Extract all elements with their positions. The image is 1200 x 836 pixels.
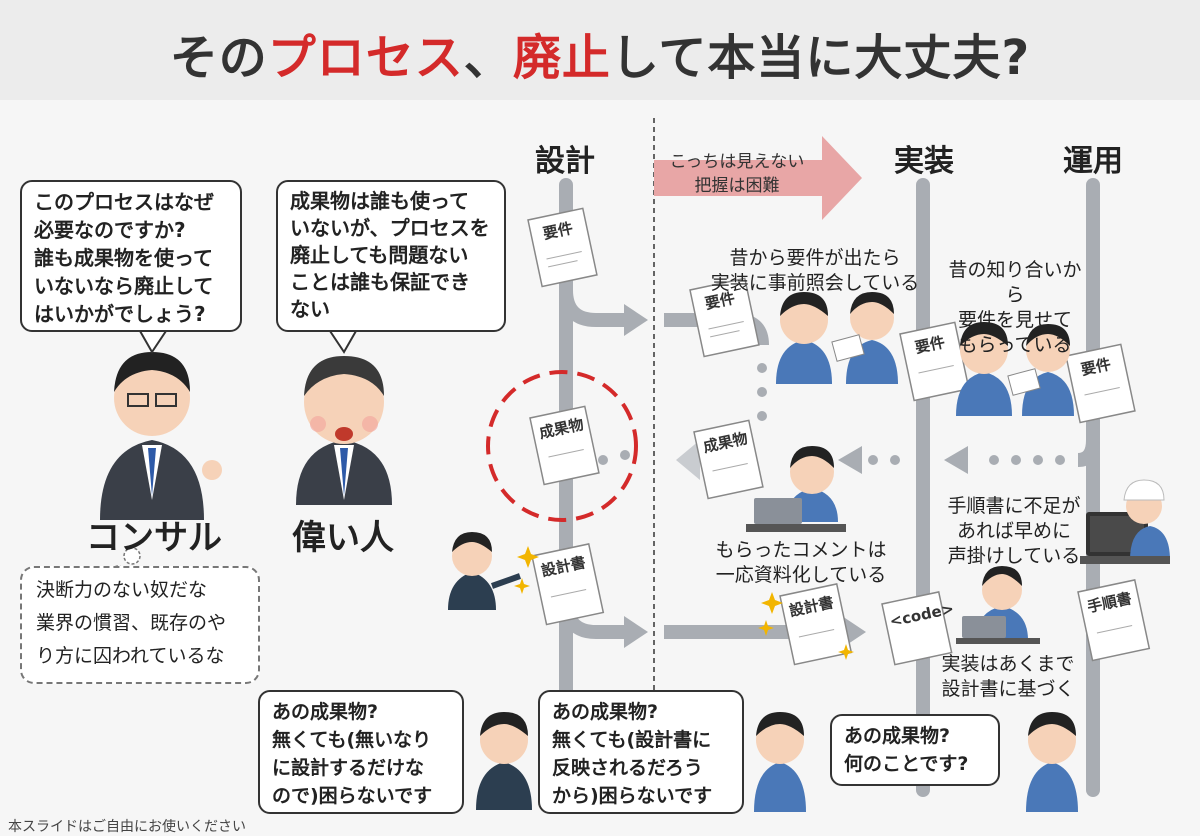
bottom-design-staff xyxy=(476,712,532,810)
impl-staff-speech-bubble: あの成果物? 無くても(設計書に 反映されるだろう から)困らないです xyxy=(538,690,744,814)
consultant-figure xyxy=(100,352,222,520)
footer-note: 本スライドはご自由にお使いください xyxy=(8,816,246,836)
ops-feedback-curve xyxy=(1078,440,1093,460)
column-design: 設計 xyxy=(535,136,595,180)
req-arrow-design xyxy=(566,290,628,320)
impl-staff-laptop2 xyxy=(956,566,1040,644)
doc-deliverable-impl: 成果物 xyxy=(694,420,763,498)
boss-name: 偉い人 xyxy=(292,510,394,559)
caption-impl-design-based: 実装はあくまで 設計書に基づく xyxy=(938,652,1078,702)
bottom-ops-staff xyxy=(1026,712,1078,812)
column-operate: 運用 xyxy=(1063,136,1123,180)
consultant-thought-bubble: 決断力のない奴だな 業界の慣習、既存のや り方に囚われているな xyxy=(20,566,260,684)
boss-speech-bubble: 成果物は誰も使って いないが、プロセスを 廃止しても問題ない ことは誰も保証でき… xyxy=(276,180,506,332)
caption-impl-document: もらったコメントは 一応資料化している xyxy=(706,538,896,588)
boss-figure xyxy=(296,356,392,505)
impl-staff-laptop xyxy=(746,446,846,532)
design-doc-arrowhead xyxy=(624,616,648,648)
design-staff-speech-bubble: あの成果物? 無くても(無いなり に設計するだけな ので)困らないです xyxy=(258,690,464,814)
impl-staff-pair xyxy=(776,292,898,384)
bottom-impl-staff xyxy=(754,712,806,812)
caption-ops-requirements: 昔の知り合いから 要件を見せて もらっている xyxy=(940,258,1090,358)
ops-staff-speech-bubble: あの成果物? 何のことです? xyxy=(830,714,1000,786)
consultant-speech-tail xyxy=(140,331,166,352)
doc-deliverable-design: 成果物 xyxy=(530,406,599,484)
doc-design-design: 設計書 xyxy=(532,544,603,625)
feedback-arrowhead-ops xyxy=(944,446,968,474)
feedback-arrowhead-impl xyxy=(838,446,862,474)
caption-impl-query: 昔から要件が出たら 実装に事前照会している xyxy=(710,246,920,296)
column-implement: 実装 xyxy=(894,136,954,180)
req-arrowhead-design xyxy=(624,304,648,336)
doc-requirements-design: 要件 xyxy=(528,208,597,286)
design-staff-presenting xyxy=(448,532,520,610)
consultant-speech-bubble: このプロセスはなぜ 必要なのですか? 誰も成果物を使って いないなら廃止して は… xyxy=(20,180,242,332)
boss-speech-tail xyxy=(330,331,356,352)
consultant-name: コンサル xyxy=(86,510,222,559)
hidden-arrow-label: こっちは見えない 把握は困難 xyxy=(662,150,812,198)
caption-ops-manual: 手順書に不足が あれば早めに 声掛けしている xyxy=(944,494,1084,569)
